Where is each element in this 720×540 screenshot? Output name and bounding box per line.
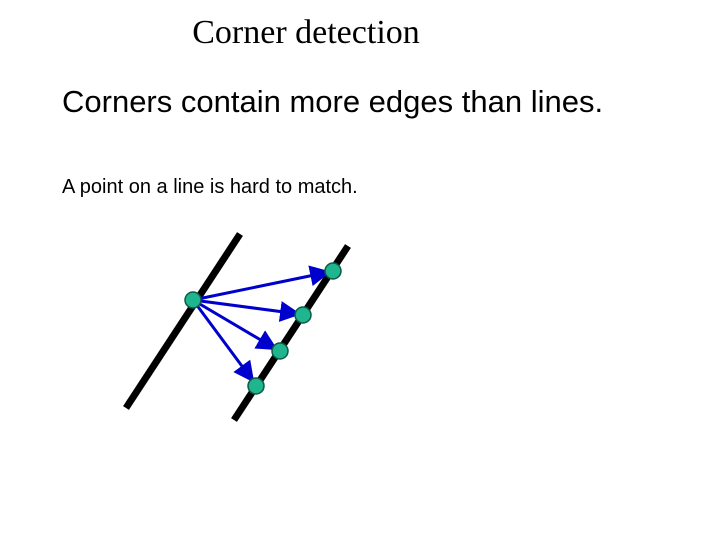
match-arrow-4 [191,299,255,383]
match-arrow-2 [192,298,302,322]
body-text: A point on a line is hard to match. [62,176,358,198]
match-arrow-3 [192,298,278,351]
candidate-point-4 [247,377,265,395]
candidate-point-2 [294,306,312,324]
candidate-point-3 [271,342,289,360]
headline-text: Corners contain more edges than lines. [62,84,604,119]
slide-title: Corner detection [192,14,420,51]
match-arrow-1 [192,265,332,302]
candidate-point-1 [324,262,342,280]
source-point [184,291,202,309]
left-edge-line [123,232,243,410]
